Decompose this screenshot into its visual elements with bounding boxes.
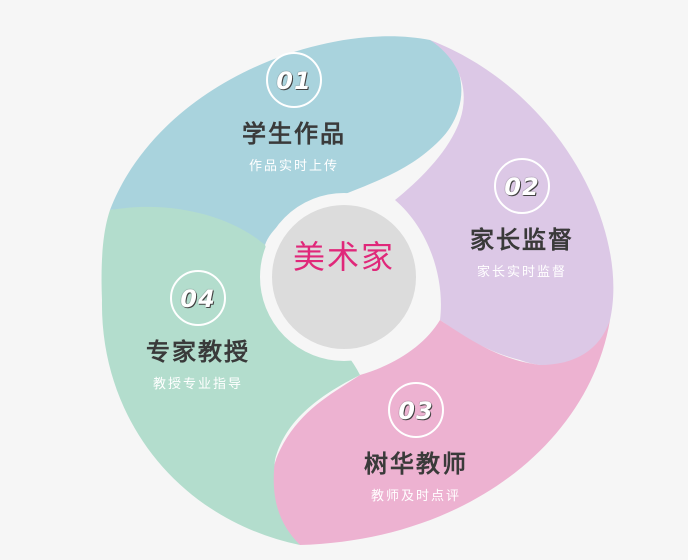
segment-02-subtitle: 家长实时监督 xyxy=(476,265,567,280)
segment-03: 03 树华教师 教师及时点评 xyxy=(336,382,496,504)
segment-03-shape xyxy=(271,320,610,545)
segment-01: 01 学生作品 作品实时上传 xyxy=(214,52,374,174)
segment-01-title: 学生作品 xyxy=(242,120,346,148)
center-circle xyxy=(260,193,428,361)
segment-01-shape xyxy=(110,36,462,245)
segment-02-number-badge: 02 xyxy=(494,158,550,214)
segment-01-subtitle: 作品实时上传 xyxy=(248,159,339,174)
segment-02: 02 家长监督 家长实时监督 xyxy=(442,158,602,280)
segment-04-number-badge: 04 xyxy=(170,270,226,326)
segment-04-subtitle: 教授专业指导 xyxy=(152,377,243,392)
segment-01-number-badge: 01 xyxy=(266,52,322,108)
segment-02-title: 家长监督 xyxy=(470,226,574,254)
segment-04-title: 专家教授 xyxy=(146,338,250,366)
segment-04-shape xyxy=(101,206,360,545)
segment-04: 04 专家教授 教授专业指导 xyxy=(118,270,278,392)
segment-03-number-badge: 03 xyxy=(388,382,444,438)
segment-03-subtitle: 教师及时点评 xyxy=(370,489,461,504)
center-label: 美术家 xyxy=(292,238,395,276)
segment-03-title: 树华教师 xyxy=(364,450,468,478)
